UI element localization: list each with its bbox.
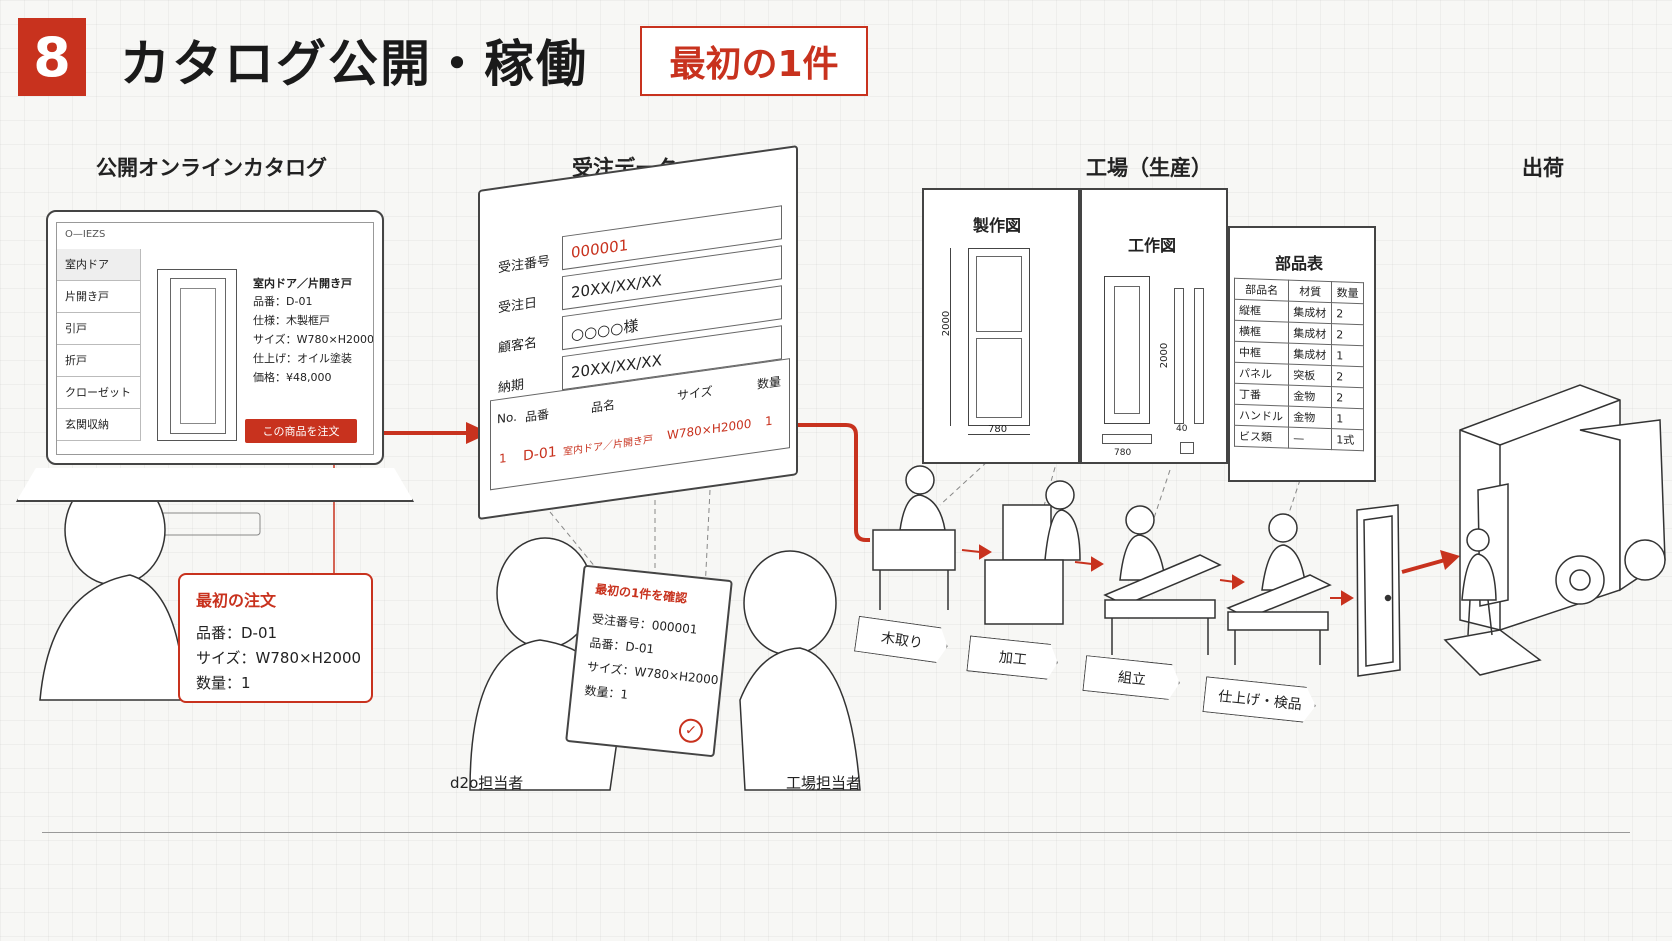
part-qty: 1	[1331, 344, 1364, 367]
part-qty: 2	[1331, 323, 1364, 346]
order-date-label: 受注日	[498, 295, 538, 317]
production-drawing-board	[922, 188, 1080, 464]
laptop-base	[16, 468, 414, 502]
part-qty: 2	[1331, 386, 1364, 409]
work-drawing-board	[1080, 188, 1228, 464]
table-row: ビス類—1式	[1234, 425, 1364, 451]
factory-staff-label: 工場担当者	[786, 774, 862, 792]
section-label-shipping: 出荷	[1522, 156, 1564, 180]
site-logo[interactable]: O—IEZS	[65, 229, 106, 240]
sidebar-item-interior-door[interactable]: 室内ドア	[57, 249, 141, 281]
work-dim-height-label: 2000	[1159, 342, 1171, 369]
part-name: 中框	[1234, 341, 1289, 365]
due-date-label: 納期	[498, 377, 525, 397]
parts-header-material: 材質	[1288, 280, 1332, 303]
work-dim-width-label: 780	[1114, 448, 1132, 458]
part-material: 集成材	[1288, 301, 1332, 324]
order-product-button[interactable]: この商品を注文	[245, 419, 357, 443]
first-case-tag: 最初の1件	[640, 26, 868, 96]
customer-figure	[39, 474, 186, 701]
finished-door	[1356, 504, 1401, 677]
confirmation-tablet: 最初の1件を確認 受注番号：000001 品番：D-01 サイズ：W780×H2…	[565, 564, 733, 758]
section-label-factory: 工場（生産）	[1086, 156, 1212, 180]
col-size: サイズ	[677, 384, 713, 404]
parts-header-name: 部品名	[1234, 278, 1289, 302]
parts-list-board	[1228, 226, 1376, 482]
spec-price: 価格：¥48,000	[253, 371, 332, 384]
factory-workstations	[872, 465, 1332, 665]
part-material: 集成材	[1288, 322, 1332, 345]
row-product-name: 室内ドア／片開き戸	[563, 434, 653, 459]
spec-finish: 仕上げ：オイル塗装	[253, 352, 352, 365]
spec-type: 仕様：木製框戸	[253, 314, 330, 327]
parts-header-qty: 数量	[1331, 281, 1364, 304]
part-material: 突板	[1288, 364, 1332, 387]
catalog-sidebar: 室内ドア 片開き戸 引戸 折戸 クローゼット 玄関収納	[57, 249, 141, 441]
part-material: 集成材	[1288, 343, 1332, 366]
part-name: 縦框	[1234, 299, 1289, 323]
sidebar-item-hinged-door[interactable]: 片開き戸	[57, 281, 141, 313]
dim-height-label: 2000	[941, 310, 953, 337]
step-number-badge: 8	[18, 18, 86, 96]
part-material: —	[1288, 427, 1332, 450]
customer-name-label: 顧客名	[498, 335, 538, 357]
row-no: 1	[499, 450, 507, 467]
order-number-label: 受注番号	[498, 253, 551, 277]
part-name: ビス類	[1234, 425, 1289, 449]
part-name: ハンドル	[1234, 404, 1289, 428]
order-data-panel: 受注番号 000001 受注日 20XX/XX/XX 顧客名 ○○○○様 納期 …	[478, 145, 798, 521]
first-order-title: 最初の注文	[196, 591, 277, 610]
door-elevation-drawing	[968, 248, 1030, 426]
part-name: 丁番	[1234, 383, 1289, 407]
first-order-size: サイズ：W780×H2000	[196, 649, 362, 667]
factory-person-body	[739, 647, 861, 791]
part-name: 横框	[1234, 320, 1289, 344]
work-dim-40-label: 40	[1176, 424, 1188, 434]
part-qty: 2	[1331, 365, 1364, 388]
part-name: パネル	[1234, 362, 1289, 386]
parts-list-title: 部品表	[1275, 254, 1324, 273]
part-qty: 2	[1331, 302, 1364, 325]
delivery-truck	[1443, 384, 1666, 676]
col-no: No.	[497, 409, 517, 427]
row-part-number: D-01	[523, 443, 557, 465]
row-quantity: 1	[765, 413, 773, 429]
product-title: 室内ドア／片開き戸	[253, 277, 352, 290]
factory-person-head	[743, 550, 837, 656]
check-icon: ✓	[677, 717, 705, 744]
catalog-site: O—IEZS 室内ドア 片開き戸 引戸 折戸 クローゼット 玄関収納 室内ドア／…	[56, 222, 374, 455]
footer-divider	[42, 832, 1630, 833]
part-qty: 1式	[1331, 428, 1364, 451]
col-product-name: 品名	[591, 397, 616, 416]
first-order-part: 品番：D-01	[196, 624, 278, 642]
first-order-card: 最初の注文 品番：D-01 サイズ：W780×H2000 数量：1	[178, 573, 373, 703]
work-drawing-title: 工作図	[1128, 236, 1177, 255]
part-qty: 1	[1331, 407, 1364, 430]
sidebar-item-entrance-storage[interactable]: 玄関収納	[57, 409, 141, 441]
section-label-catalog: 公開オンラインカタログ	[96, 156, 327, 180]
row-size: W780×H2000	[667, 416, 752, 443]
door-product-image	[157, 269, 237, 441]
col-part-number: 品番	[525, 407, 550, 425]
spec-size: サイズ：W780×H2000	[253, 333, 374, 346]
col-quantity: 数量	[757, 374, 782, 392]
arrow-order-to-factory	[788, 423, 870, 542]
part-material: 金物	[1288, 406, 1332, 429]
tablet-title: 最初の1件を確認	[594, 582, 688, 606]
production-drawing-title: 製作図	[973, 216, 1022, 235]
sidebar-item-closet[interactable]: クローゼット	[57, 377, 141, 409]
dim-width-label: 780	[988, 424, 1008, 435]
page-title: カタログ公開・稼働	[120, 35, 588, 93]
part-material: 金物	[1288, 385, 1332, 408]
sidebar-item-sliding-door[interactable]: 引戸	[57, 313, 141, 345]
d2o-staff-label: d2o担当者	[450, 774, 524, 792]
spec-part-number: 品番：D-01	[253, 295, 313, 308]
first-order-qty: 数量：1	[196, 674, 251, 692]
sidebar-item-folding-door[interactable]: 折戸	[57, 345, 141, 377]
